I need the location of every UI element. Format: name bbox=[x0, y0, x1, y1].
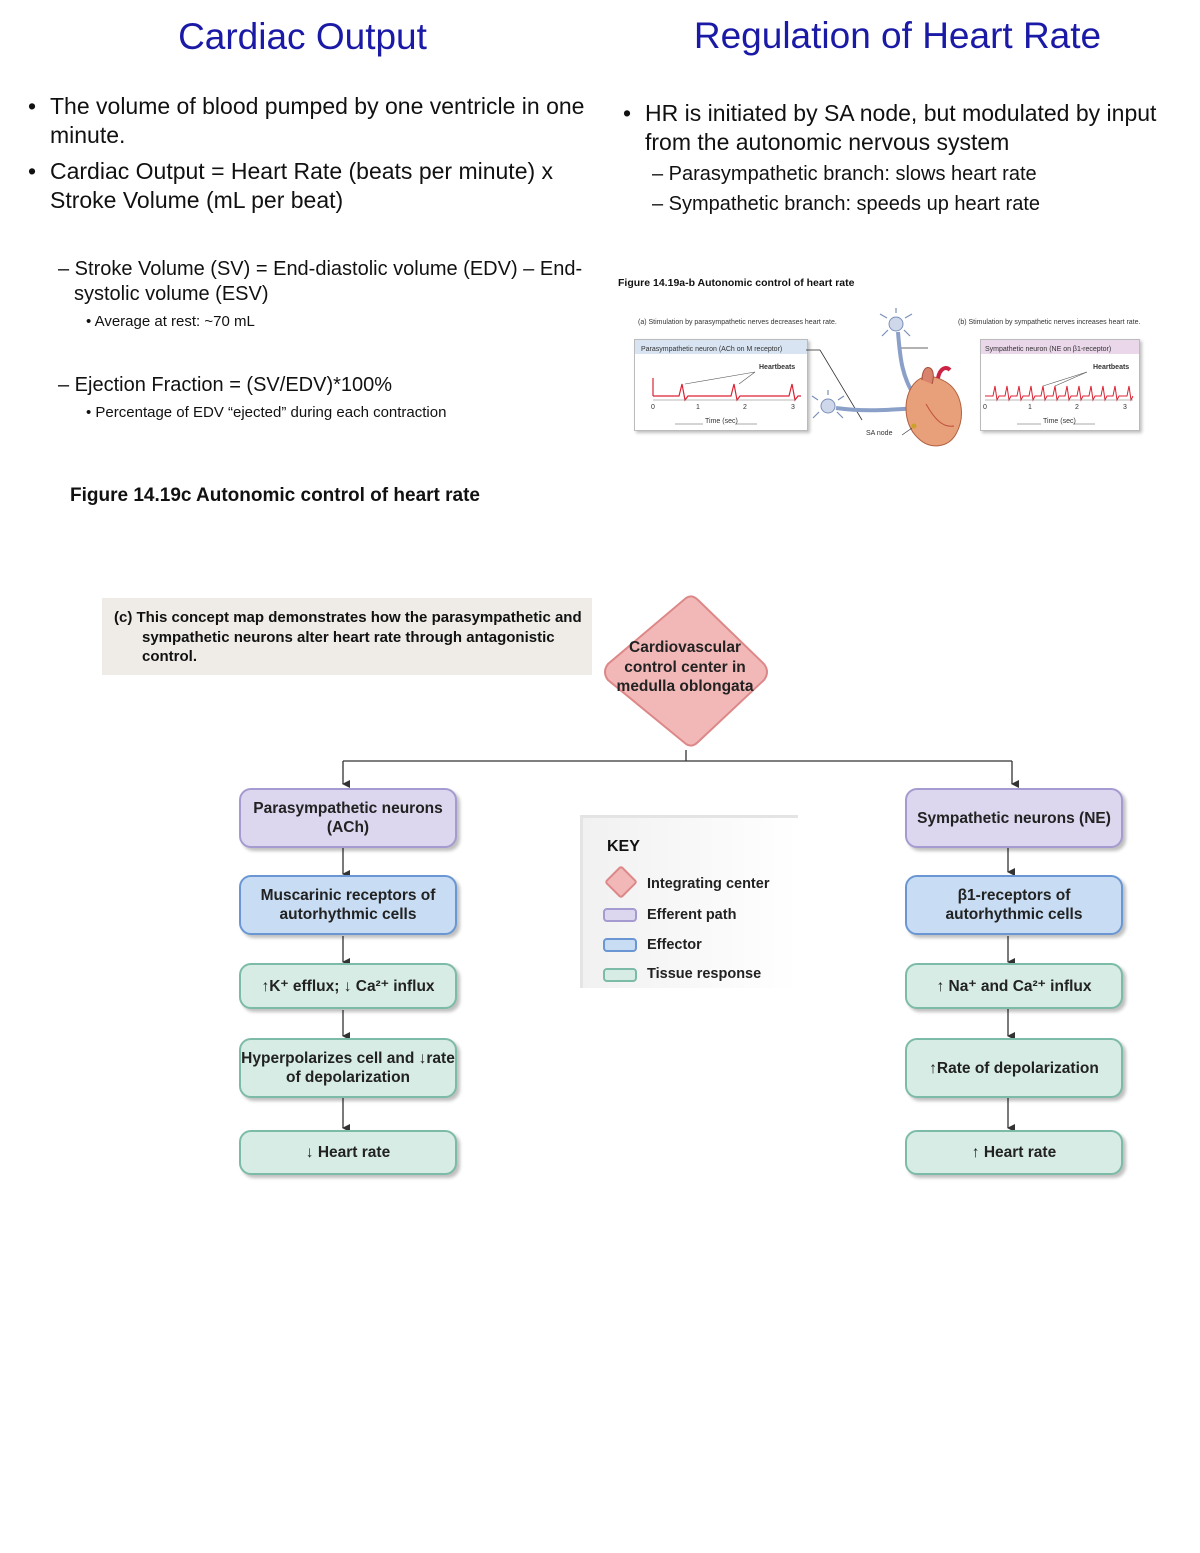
left-bullet-1-text: The volume of blood pumped by one ventri… bbox=[50, 93, 585, 148]
key-panel: KEY Integrating center Efferent path Eff… bbox=[580, 815, 798, 988]
muscarinic-receptors-box: Muscarinic receptors of autorhythmic cel… bbox=[239, 875, 457, 935]
panel-b-axis-label: Time (sec) bbox=[1043, 418, 1076, 425]
key-effector-swatch bbox=[603, 938, 637, 952]
ejection-fraction-sub: • Percentage of EDV “ejected” during eac… bbox=[86, 404, 447, 421]
sa-node-label: SA node bbox=[866, 430, 893, 437]
beta1-receptors-box: β1-receptors of autorhythmic cells bbox=[905, 875, 1123, 935]
panel-a-tick: 2 bbox=[743, 404, 747, 411]
panel-a-heartbeats-label: Heartbeats bbox=[759, 364, 796, 371]
key-efferent-label: Efferent path bbox=[647, 907, 737, 923]
panel-b-heartbeats-label: Heartbeats bbox=[1093, 364, 1130, 371]
key-tissue-swatch bbox=[603, 968, 637, 982]
rate-depolarization-box: ↑Rate of depolarization bbox=[905, 1038, 1123, 1098]
key-integrating-swatch bbox=[604, 865, 638, 899]
sympathetic-neurons-box: Sympathetic neurons (NE) bbox=[905, 788, 1123, 848]
key-effector-label: Effector bbox=[647, 937, 702, 953]
left-bullet-2-text: Cardiac Output = Heart Rate (beats per m… bbox=[50, 158, 554, 213]
concept-map-intro-text: This concept map demonstrates how the pa… bbox=[136, 609, 582, 665]
concept-map-connectors bbox=[342, 750, 1019, 1132]
heart-illustration bbox=[806, 308, 962, 447]
stroke-volume-line: – Stroke Volume (SV) = End-diastolic vol… bbox=[58, 258, 583, 305]
neuron-left-icon bbox=[811, 390, 845, 419]
left-title: Cardiac Output bbox=[178, 16, 427, 57]
panel-a-ecg bbox=[652, 371, 801, 425]
panel-a-tick: 3 bbox=[791, 404, 795, 411]
concept-map-intro-box: (c) This concept map demonstrates how th… bbox=[102, 598, 592, 675]
neuron-top-icon bbox=[879, 308, 913, 337]
decrease-heart-rate-box: ↓ Heart rate bbox=[239, 1130, 457, 1175]
hyperpolarizes-box: Hyperpolarizes cell and ↓rate of depolar… bbox=[239, 1038, 457, 1098]
integrating-center-label: Cardiovascular control center in medulla… bbox=[616, 639, 754, 695]
key-efferent-swatch bbox=[603, 908, 637, 922]
integrating-center-diamond bbox=[604, 595, 768, 747]
panel-b-caption: (b) Stimulation by sympathetic nerves in… bbox=[958, 311, 1178, 329]
panel-b-tick: 0 bbox=[983, 404, 987, 411]
k-efflux-box: ↑K⁺ efflux; ↓ Ca²⁺ influx bbox=[239, 963, 457, 1009]
panel-a-tick: 1 bbox=[696, 404, 700, 411]
panel-a-box-title: Parasympathetic neuron (ACh on M recepto… bbox=[641, 346, 783, 353]
key-title: KEY bbox=[607, 838, 640, 855]
panel-b-caption-text: (b) Stimulation by sympathetic nerves in… bbox=[958, 319, 1141, 326]
right-sub-2: – Sympathetic branch: speeds up heart ra… bbox=[652, 193, 1041, 215]
right-title: Regulation of Heart Rate bbox=[693, 15, 1102, 56]
panel-a-caption: (a) Stimulation by parasympathetic nerve… bbox=[638, 311, 888, 329]
increase-heart-rate-box: ↑ Heart rate bbox=[905, 1130, 1123, 1175]
panel-b-box: Sympathetic neuron (NE on β1-receptor) H… bbox=[980, 339, 1140, 431]
panel-a-box: Parasympathetic neuron (ACh on M recepto… bbox=[634, 339, 808, 431]
panel-b-tick: 1 bbox=[1028, 404, 1032, 411]
parasympathetic-neurons-box: Parasympathetic neurons (ACh) bbox=[239, 788, 457, 848]
na-ca-influx-box: ↑ Na⁺ and Ca²⁺ influx bbox=[905, 963, 1123, 1009]
panel-b-ecg bbox=[985, 371, 1134, 425]
panel-a-caption-text: (a) Stimulation by parasympathetic nerve… bbox=[638, 319, 837, 326]
stroke-volume-sub: • Average at rest: ~70 mL bbox=[86, 313, 255, 330]
figure-caption-c: Figure 14.19c Autonomic control of heart… bbox=[70, 485, 480, 506]
left-bullet-1: •The volume of blood pumped by one ventr… bbox=[28, 93, 585, 148]
panel-b-tick: 3 bbox=[1123, 404, 1127, 411]
figure-caption-ab: Figure 14.19a-b Autonomic control of hea… bbox=[618, 277, 855, 289]
panel-b-tick: 2 bbox=[1075, 404, 1079, 411]
left-bullet-2: •Cardiac Output = Heart Rate (beats per … bbox=[28, 158, 554, 213]
concept-map-intro-label: (c) bbox=[114, 609, 133, 626]
right-bullet: •HR is initiated by SA node, but modulat… bbox=[623, 100, 1157, 155]
ejection-fraction-line: – Ejection Fraction = (SV/EDV)*100% bbox=[58, 374, 393, 396]
right-bullet-text: HR is initiated by SA node, but modulate… bbox=[645, 100, 1157, 155]
right-sub-1: – Parasympathetic branch: slows heart ra… bbox=[652, 163, 1037, 185]
panel-b-box-title: Sympathetic neuron (NE on β1-receptor) bbox=[985, 346, 1112, 353]
key-tissue-label: Tissue response bbox=[647, 966, 762, 982]
panel-a-axis-label: Time (sec) bbox=[705, 418, 738, 425]
concept-map-intro: (c) This concept map demonstrates how th… bbox=[114, 608, 612, 667]
key-integrating-label: Integrating center bbox=[647, 876, 770, 892]
panel-a-tick: 0 bbox=[651, 404, 655, 411]
